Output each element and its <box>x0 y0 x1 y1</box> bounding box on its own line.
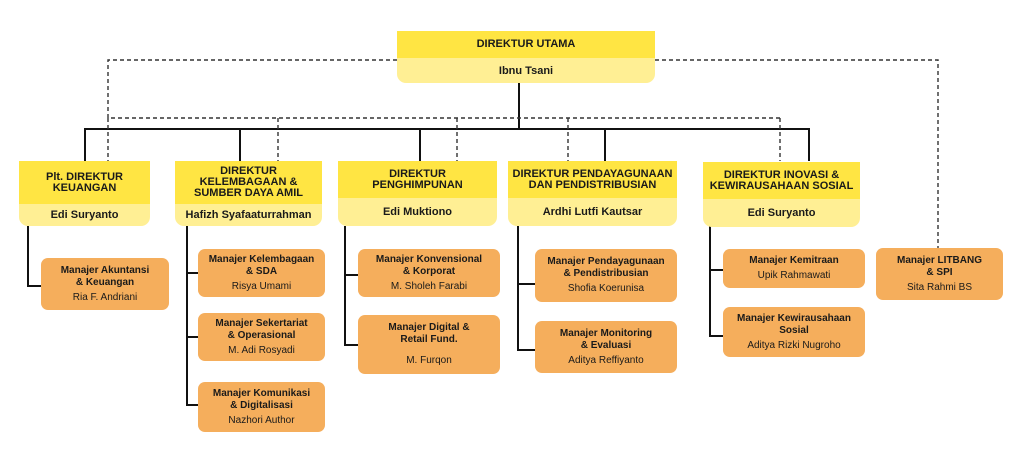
position-title: Manajer Akuntansi & Keuangan <box>60 264 150 288</box>
person-name: Upik Rahmawati <box>757 270 831 281</box>
director-box-keuangan: Plt. DIREKTUR KEUANGAN Edi Suryanto <box>19 161 150 226</box>
manager-box: Manajer Sekertariat & Operasional M. Adi … <box>198 313 325 361</box>
position-title: Manajer Digital & Retail Fund. <box>388 322 470 345</box>
manager-box: Manajer Konvensional & Korporat M. Sholeh… <box>358 249 500 297</box>
person-name: Shofia Koerunisa <box>567 283 645 294</box>
person-name: Ardhi Lutfi Kautsar <box>542 206 643 218</box>
person-name: Ria F. Andriani <box>72 291 138 303</box>
person-name: Aditya Reffiyanto <box>568 354 644 366</box>
person-name: Sita Rahmi BS <box>906 281 973 293</box>
position-title: Plt. DIREKTUR KEUANGAN <box>19 161 150 204</box>
person-name: Nazhori Author <box>228 414 295 426</box>
manager-box-litbang: Manajer LITBANG & SPI Sita Rahmi BS <box>876 248 1003 300</box>
person-name: M. Furqon <box>406 355 452 366</box>
person-name: Ibnu Tsani <box>498 64 554 77</box>
position-title: Manajer Kewirausahaan Sosial <box>737 312 851 336</box>
director-box-inovasi: DIREKTUR INOVASI & KEWIRAUSAHAAN SOSIAL … <box>703 162 860 227</box>
position-title: Manajer Konvensional & Korporat <box>375 253 483 277</box>
person-name: Aditya Rizki Nugroho <box>747 339 841 351</box>
person-name: Edi Muktiono <box>382 206 453 218</box>
position-title: DIREKTUR UTAMA <box>397 31 655 58</box>
position-title: DIREKTUR KELEMBAGAAN & SUMBER DAYA AMIL <box>175 161 322 204</box>
person-name: M. Sholeh Farabi <box>390 280 468 292</box>
person-name: M. Adi Rosyadi <box>228 344 295 356</box>
position-title: Manajer Pendayagunaan & Pendistribusian <box>547 256 665 279</box>
person-name: Risya Umami <box>231 280 292 292</box>
position-title: Manajer Sekertariat & Operasional <box>215 317 308 341</box>
person-name: Edi Suryanto <box>747 207 816 219</box>
position-title: DIREKTUR PENDAYAGUNAAN DAN PENDISTRIBUSI… <box>508 161 677 198</box>
position-title: Manajer Komunikasi & Digitalisasi <box>212 387 311 411</box>
direktur-utama-box: DIREKTUR UTAMA Ibnu Tsani <box>397 31 655 83</box>
manager-box: Manajer Digital & Retail Fund. M. Furqon <box>358 315 500 374</box>
person-name: Edi Suryanto <box>50 209 119 221</box>
dashed-coordination-lines <box>107 59 939 248</box>
position-title: Manajer Kemitraan <box>749 255 839 266</box>
position-title: DIREKTUR INOVASI & KEWIRAUSAHAAN SOSIAL <box>703 162 860 199</box>
position-title: Manajer Monitoring & Evaluasi <box>559 327 653 351</box>
position-title: DIREKTUR PENGHIMPUNAN <box>338 161 497 198</box>
manager-box: Manajer Kelembagaan & SDA Risya Umami <box>198 249 325 297</box>
position-title: Manajer LITBANG & SPI <box>896 254 982 278</box>
position-title: Manajer Kelembagaan & SDA <box>208 253 315 277</box>
director-box-penghimpunan: DIREKTUR PENGHIMPUNAN Edi Muktiono <box>338 161 497 226</box>
solid-reporting-lines <box>27 82 810 406</box>
person-name: Hafizh Syafaaturrahman <box>185 209 312 221</box>
director-box-pendayagunaan: DIREKTUR PENDAYAGUNAAN DAN PENDISTRIBUSI… <box>508 161 677 226</box>
director-box-kelembagaan: DIREKTUR KELEMBAGAAN & SUMBER DAYA AMIL … <box>175 161 322 226</box>
